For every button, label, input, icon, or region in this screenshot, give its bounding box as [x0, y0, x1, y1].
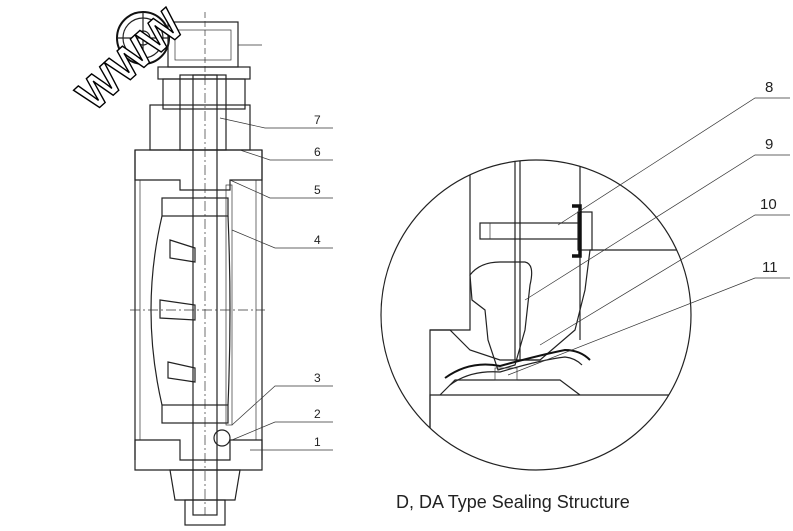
callout-9: 9: [765, 136, 773, 153]
callout-4: 4: [314, 233, 321, 247]
callout-8: 8: [765, 79, 773, 96]
sealing-detail-drawing: [380, 97, 790, 471]
handwheel-icon: [116, 11, 170, 65]
callout-11: 11: [762, 259, 778, 276]
callout-1: 1: [314, 435, 321, 449]
callout-6: 6: [314, 145, 321, 159]
figure-caption: D, DA Type Sealing Structure: [396, 492, 630, 512]
callout-2: 2: [314, 407, 321, 421]
callout-7: 7: [314, 113, 321, 127]
callout-5: 5: [314, 183, 321, 197]
callout-10: 10: [760, 196, 777, 213]
callout-3: 3: [314, 371, 321, 385]
watermark-text: WWW: [68, 0, 194, 120]
valve-section-drawing: [116, 11, 333, 526]
